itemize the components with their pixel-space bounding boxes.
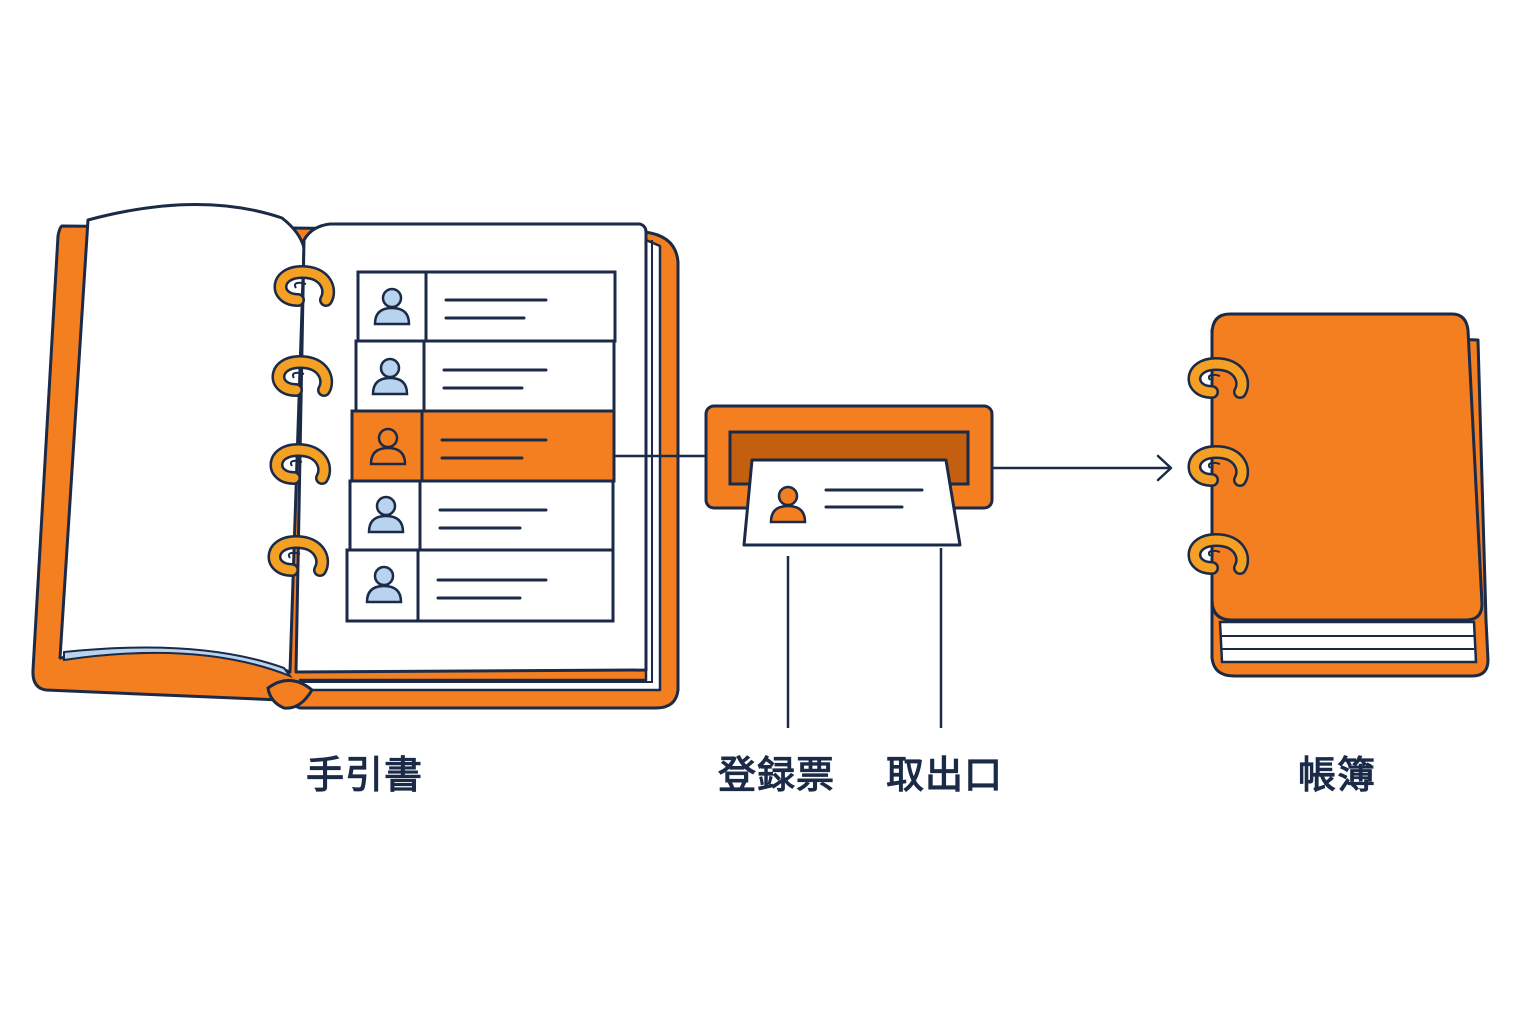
dispenser-slot-label: 取出口 xyxy=(886,753,1004,797)
manual-list xyxy=(345,270,617,623)
registration-form-label: 登録票 xyxy=(718,753,836,797)
manual-book xyxy=(31,202,680,710)
manual-left-page xyxy=(58,202,306,674)
ledger-book xyxy=(1194,312,1490,678)
registration-card xyxy=(742,458,962,547)
ledger-cover xyxy=(1210,312,1484,622)
ledger-label: 帳簿 xyxy=(1298,753,1377,797)
arrow-right-icon xyxy=(990,454,1173,482)
manual-label: 手引書 xyxy=(306,753,424,797)
dispenser xyxy=(704,404,994,728)
